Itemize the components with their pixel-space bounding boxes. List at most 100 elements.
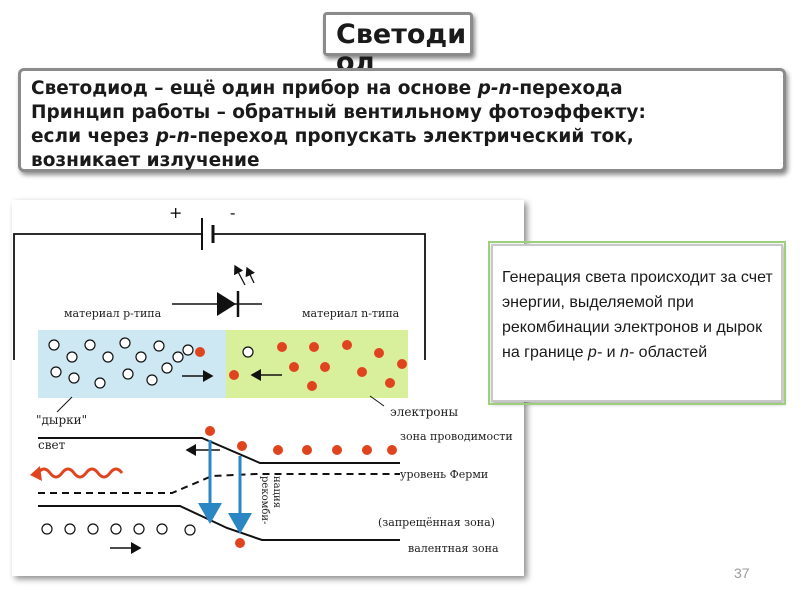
electron [385,378,395,388]
definition-text: Светодиод – ещё один прибор на основе p-… [31,77,781,173]
electron [289,362,299,372]
electron [277,342,287,352]
electron [235,538,245,548]
hole [110,523,122,535]
electron [205,426,215,436]
definition-pn-3: p-n [155,126,190,147]
hole [182,344,194,356]
band-holes [41,523,196,536]
hole [146,374,158,386]
electron [309,342,319,352]
hole [102,351,114,363]
electron [357,367,367,377]
slide-title-box: Светоди од [323,12,473,77]
fermi-level-label: уровень Ферми [400,468,488,481]
n-region [226,330,408,398]
p-region [38,330,226,398]
definition-pn-1: p-n [477,78,512,99]
hole [156,523,168,535]
circuit-wires [13,233,426,360]
note-n: n- [619,344,635,361]
note-text: Генерация света происходит за счет энерг… [502,265,774,365]
hole [66,351,78,363]
hole [68,372,80,384]
recombination-label-2: нация [271,476,282,508]
page-number: 37 [734,565,750,581]
hole [94,377,106,389]
electrons-pointer [369,395,385,407]
hole [133,523,145,535]
battery-minus: - [230,203,235,222]
definition-line-2: Принцип работы – обратный вентильному фо… [31,102,646,123]
band-diagram [38,437,400,541]
electron [195,347,205,357]
electrons-group [195,340,407,391]
definition-line-1a: Светодиод – ещё один прибор на основе [31,78,478,99]
hole [41,523,53,535]
hole [135,351,147,363]
conduction-band-edge [38,437,400,464]
carrier-arrows [182,369,282,382]
note-mid: и [602,344,620,361]
led-diagram-svg: + - материал р-типа материал n-типа [13,203,513,555]
recombination-label-1: рекомби- [259,476,270,524]
slide-title: Светоди од [336,19,467,78]
band-electrons [205,426,397,548]
definition-line-3b: -переход пропускать электрический ток, [189,126,634,147]
definition-box: Светодиод – ещё один прибор на основе p-… [18,68,786,172]
electron [307,381,317,391]
hole [64,523,76,535]
light-wave-arrowhead [30,466,42,481]
holes-pointer [56,396,73,413]
diode-symbol [172,291,262,317]
definition-line-3: если через p-n-переход пропускать электр… [31,125,781,149]
light-wave-icon [36,467,124,479]
valence-band-edge [38,505,400,541]
p-material-label: материал р-типа [64,307,162,320]
light-label: свет [38,438,66,452]
recombination-arrows [198,440,252,534]
electron [332,445,342,455]
hole [153,340,165,352]
definition-line-4: возникает излучение [31,150,260,171]
electron [320,362,330,372]
band-gap-label: (запрещённая зона) [378,516,495,529]
electron [397,359,407,369]
hole [50,366,62,378]
conduction-band-label: зона проводимости [400,430,513,443]
battery-plus: + [169,203,182,222]
note-text-main: Генерация света происходит за счет энерг… [502,269,773,361]
hole [184,524,196,536]
hole [172,351,184,363]
note-box: Генерация света происходит за счет энерг… [488,241,786,405]
emission-arrows-icon [234,264,256,286]
hole [242,346,254,358]
electron [302,445,312,455]
definition-line-1b: -перехода [511,78,623,99]
note-p: р- [587,344,603,361]
electron [374,348,384,358]
hole [48,339,60,351]
electron [362,445,372,455]
electron [387,445,397,455]
definition-line-1: Светодиод – ещё один прибор на основе p-… [31,77,781,101]
battery-symbol [201,218,215,250]
led-diagram: + - материал р-типа материал n-типа [12,200,524,576]
valence-band-label: валентная зона [408,542,499,555]
note-text-end: областей [634,344,708,361]
hole [122,368,134,380]
hole [87,523,99,535]
hole [84,339,96,351]
electron [229,370,239,380]
n-material-label: материал n-типа [302,307,400,320]
electron [273,445,283,455]
definition-line-3a: если через [31,126,156,147]
electron [237,441,247,451]
holes-label: "дырки" [36,413,87,427]
fermi-level-line [38,473,400,494]
electrons-label: электроны [390,405,458,419]
electron [342,340,352,350]
holes-group [48,337,254,389]
hole [161,362,173,374]
hole [119,337,131,349]
